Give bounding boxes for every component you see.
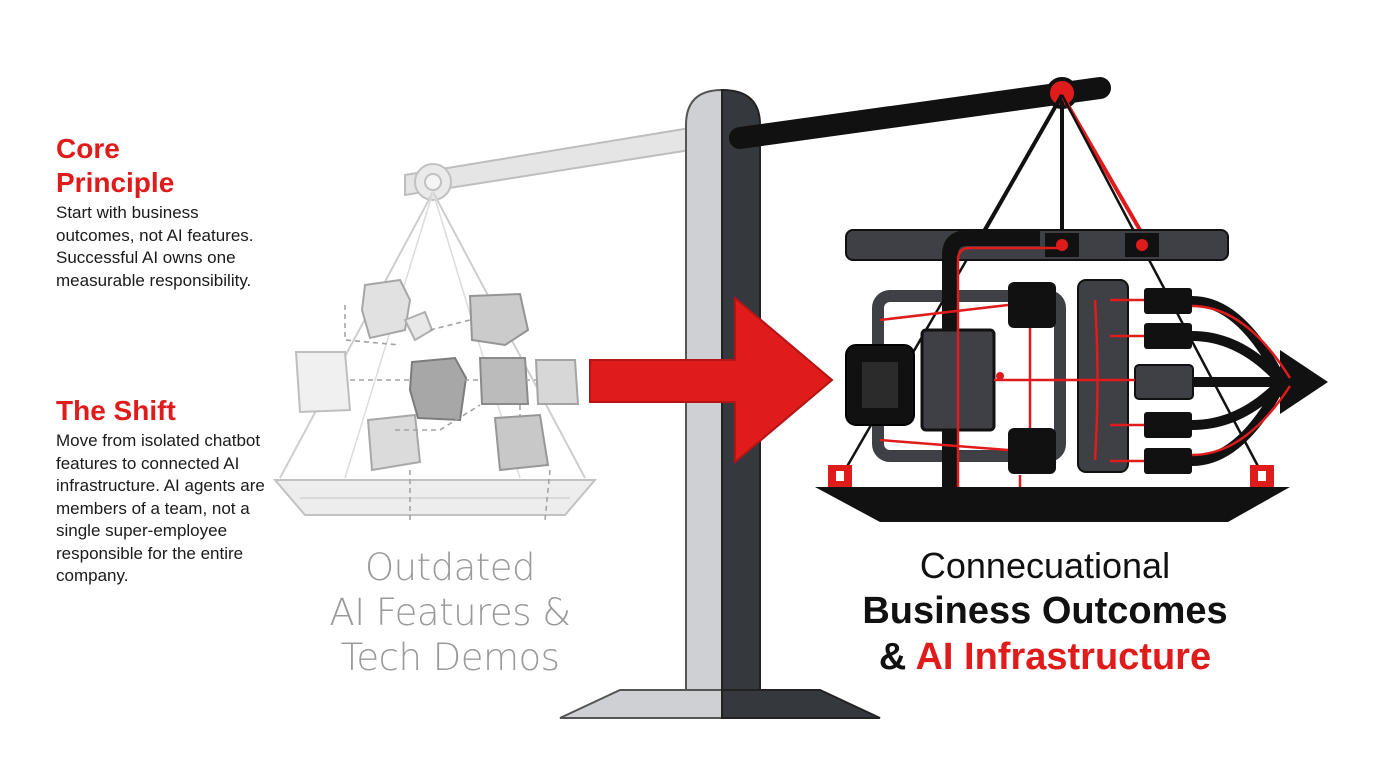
business-outcomes-label-line3: & AI Infrastructure	[820, 634, 1270, 680]
arrow-right-icon	[589, 295, 834, 465]
outdated-label-line3: Tech Demos	[340, 636, 560, 679]
the-shift-section: The Shift Move from isolated chatbot fea…	[56, 394, 276, 588]
outdated-label: Outdated AI Features & Tech Demos	[310, 545, 590, 680]
scattered-blocks-icon	[294, 278, 580, 521]
core-principle-body: Start with business outcomes, not AI fea…	[56, 203, 254, 290]
left-pan	[272, 126, 691, 521]
core-principle-title-line1: Core	[56, 133, 120, 164]
business-outcomes-label: Connecuational Business Outcomes & AI In…	[820, 544, 1270, 680]
ampersand: &	[878, 636, 907, 678]
outdated-label-line2: AI Features &	[329, 591, 571, 634]
core-principle-title: Core Principle	[56, 132, 276, 200]
right-arm	[729, 77, 1262, 471]
business-outcomes-label-line1: Connecuational	[919, 545, 1171, 586]
core-principle-title-line2: Principle	[56, 167, 175, 198]
the-shift-title: The Shift	[56, 395, 176, 426]
the-shift-body: Move from isolated chatbot features to c…	[56, 431, 265, 585]
connected-infrastructure-icon	[815, 229, 1328, 522]
business-outcomes-label-line2: Business Outcomes	[862, 590, 1228, 632]
core-principle-section: Core Principle Start with business outco…	[56, 132, 276, 292]
outdated-label-line1: Outdated	[365, 546, 536, 589]
sidebar: Core Principle Start with business outco…	[56, 132, 276, 585]
ai-infrastructure-text: AI Infrastructure	[915, 636, 1212, 678]
